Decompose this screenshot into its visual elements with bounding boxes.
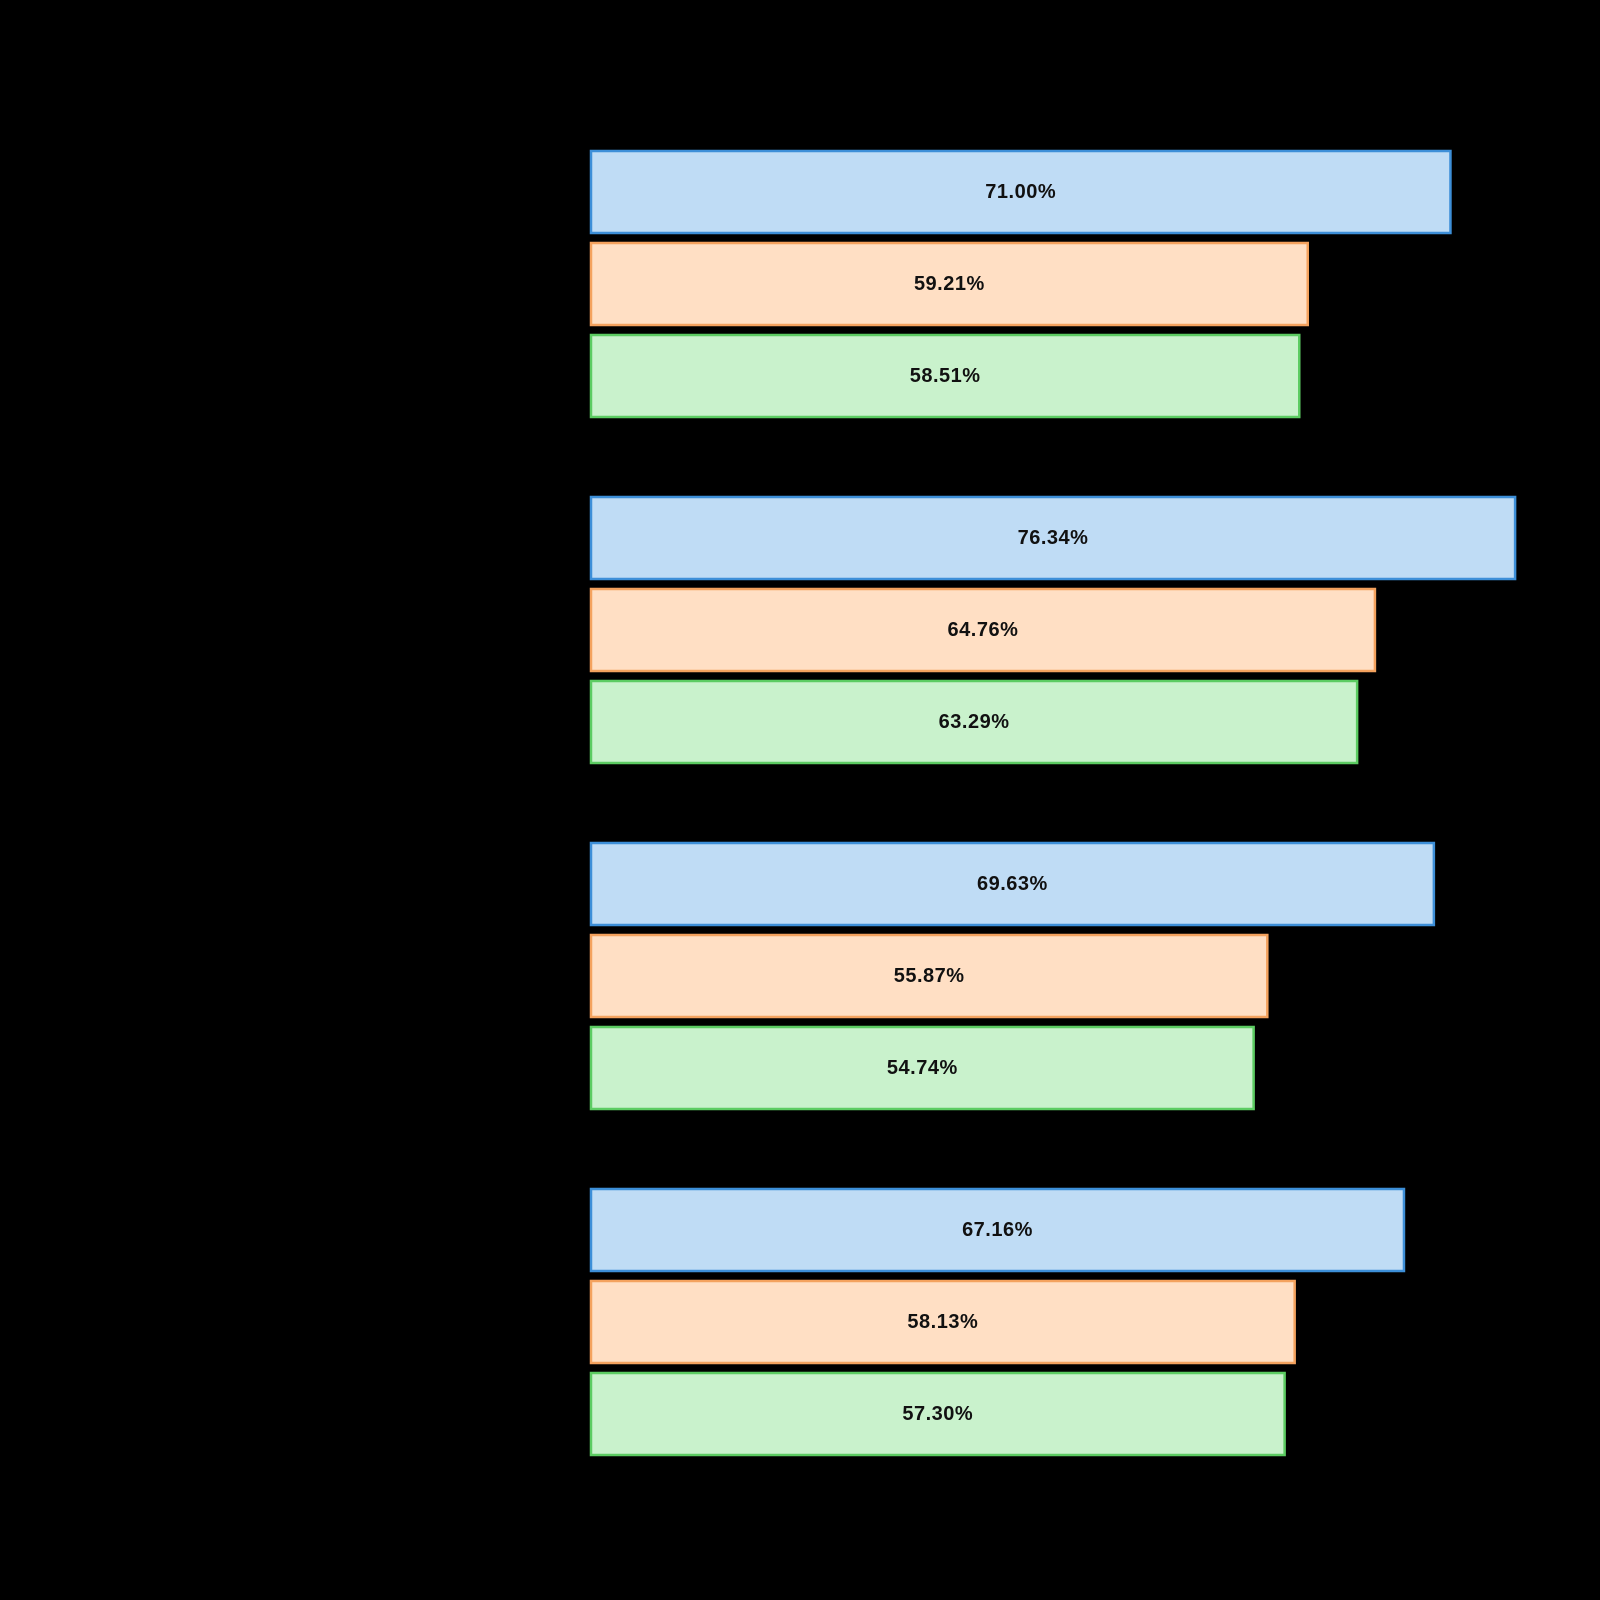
bar-series-3-group-2 xyxy=(589,679,1359,765)
data-label-series-2-group-3: 55.87% xyxy=(894,965,965,987)
data-label-series-2-group-2: 64.76% xyxy=(948,619,1019,641)
data-label-series-3-group-2: 63.29% xyxy=(939,711,1010,733)
bar-series-2-group-3 xyxy=(589,933,1269,1019)
data-label-series-1-group-3: 69.63% xyxy=(977,873,1048,895)
bar-series-2-group-4 xyxy=(589,1279,1296,1365)
bar-series-1-group-2 xyxy=(589,495,1517,581)
bars-layer xyxy=(589,149,1517,1457)
data-label-series-3-group-1: 58.51% xyxy=(910,365,981,387)
bar-series-1-group-4 xyxy=(589,1187,1406,1273)
labels-layer: 71.00% 76.34% 69.63% 67.16% 59.21% 64.76% 55.8… xyxy=(887,181,1089,1425)
bar-series-3-group-1 xyxy=(589,333,1301,419)
bar-series-3-group-4 xyxy=(589,1371,1286,1457)
bar-series-2-group-2 xyxy=(589,587,1377,673)
data-label-series-1-group-1: 71.00% xyxy=(985,181,1056,203)
data-label-series-3-group-4: 57.30% xyxy=(902,1403,973,1425)
data-label-series-2-group-4: 58.13% xyxy=(907,1311,978,1333)
data-label-series-2-group-1: 59.21% xyxy=(914,273,985,295)
data-label-series-1-group-2: 76.34% xyxy=(1018,527,1089,549)
data-label-series-3-group-3: 54.74% xyxy=(887,1057,958,1079)
bar-series-1-group-1 xyxy=(589,149,1452,235)
bar-series-3-group-3 xyxy=(589,1025,1255,1111)
bar-series-2-group-1 xyxy=(589,241,1309,327)
bar-series-1-group-3 xyxy=(589,841,1436,927)
data-label-series-1-group-4: 67.16% xyxy=(962,1219,1033,1241)
